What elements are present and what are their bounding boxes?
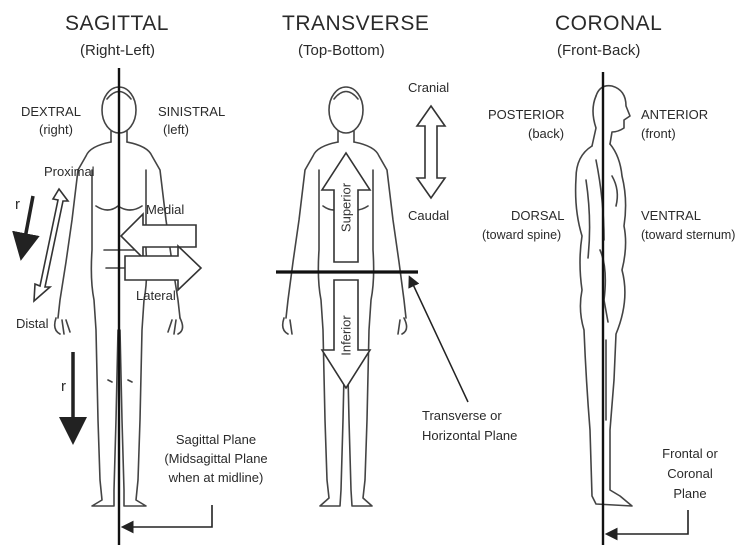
lateral-arrow bbox=[125, 246, 201, 290]
coronal-title: CORONAL bbox=[555, 12, 662, 36]
sinistral-sublabel: (left) bbox=[163, 122, 189, 137]
coronal-plane-caption-line2: Coronal bbox=[650, 466, 730, 481]
dextral-sublabel: (right) bbox=[39, 122, 73, 137]
distal-label: Distal bbox=[16, 316, 49, 331]
r-label-lower: r bbox=[61, 378, 66, 395]
dextral-label: DEXTRAL bbox=[21, 104, 81, 119]
sinistral-label: SINISTRAL bbox=[158, 104, 225, 119]
transverse-plane-caption-line1: Transverse or bbox=[422, 408, 502, 423]
sagittal-plane-caption-line2: (Midsagittal Plane bbox=[156, 451, 276, 466]
ventral-sublabel: (toward sternum) bbox=[641, 228, 735, 242]
transverse-subtitle: (Top-Bottom) bbox=[298, 42, 385, 59]
sagittal-plane-caption-line3: when at midline) bbox=[156, 470, 276, 485]
coronal-plane-caption-line3: Plane bbox=[650, 486, 730, 501]
transverse-plane-caption-line2: Horizontal Plane bbox=[422, 428, 517, 443]
lateral-label: Lateral bbox=[136, 288, 176, 303]
cranial-caudal-arrow bbox=[417, 106, 445, 198]
ventral-label: VENTRAL bbox=[641, 208, 701, 223]
transverse-callout-pointer bbox=[410, 278, 468, 402]
coronal-plane-caption-line1: Frontal or bbox=[650, 446, 730, 461]
medial-label: Medial bbox=[146, 202, 184, 217]
inferior-label: Inferior bbox=[339, 306, 354, 366]
dorsal-sublabel: (toward spine) bbox=[482, 228, 561, 242]
dorsal-label: DORSAL bbox=[511, 208, 564, 223]
cranial-label: Cranial bbox=[408, 80, 449, 95]
posterior-sublabel: (back) bbox=[528, 126, 564, 141]
posterior-label: POSTERIOR bbox=[488, 107, 565, 122]
caudal-label: Caudal bbox=[408, 208, 449, 223]
transverse-title: TRANSVERSE bbox=[282, 12, 429, 36]
sagittal-title: SAGITTAL bbox=[65, 12, 169, 36]
coronal-callout-bracket bbox=[608, 510, 688, 534]
coronal-subtitle: (Front-Back) bbox=[557, 42, 640, 59]
superior-label: Superior bbox=[339, 178, 354, 238]
sagittal-plane-caption-line1: Sagittal Plane bbox=[156, 432, 276, 447]
r-label-upper: r bbox=[15, 196, 20, 213]
proximal-label: Proximal bbox=[44, 164, 95, 179]
anterior-sublabel: (front) bbox=[641, 126, 676, 141]
sagittal-subtitle: (Right-Left) bbox=[80, 42, 155, 59]
anterior-label: ANTERIOR bbox=[641, 107, 708, 122]
r-arrow-upper bbox=[22, 196, 33, 254]
sagittal-callout-bracket bbox=[124, 505, 212, 527]
